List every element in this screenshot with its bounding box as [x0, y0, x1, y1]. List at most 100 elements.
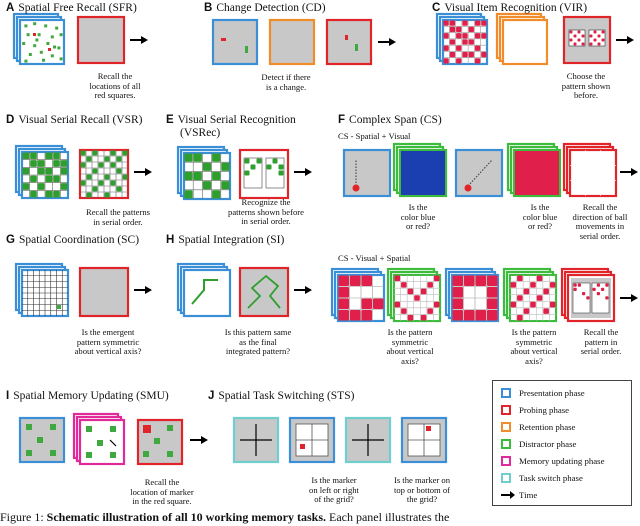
panel-b-bar-red [221, 38, 226, 41]
panel-c-cell [449, 20, 456, 26]
panel-c-arrow-head [627, 36, 634, 44]
panel-e-opt2-cell [272, 158, 278, 164]
panel-f-p2-cell [487, 310, 498, 321]
panel-f-direction-arrow-icon: ↓ [589, 184, 597, 195]
panel-d-probe-cell [104, 156, 110, 162]
panel-b-bar-green [245, 46, 248, 53]
panel-f-s1-cell [427, 308, 433, 314]
panel-f-s2-cell [523, 288, 530, 295]
panel-c-opt1-cell [573, 34, 577, 38]
panel-f-direction-arrow-icon: ↙ [573, 184, 581, 195]
panel-c-cell [474, 58, 481, 64]
panel-e-opt1-cell [256, 158, 262, 164]
panel-d-cell [22, 167, 30, 175]
panel-d-cell [37, 183, 45, 190]
panel-a-red-dot [33, 33, 36, 36]
legend-swatch [501, 456, 511, 466]
panel-b-arrow-head [389, 38, 396, 46]
panel-c-cell [468, 39, 474, 45]
legend-swatch [501, 439, 511, 449]
panel-e-opt1-cell [244, 170, 250, 176]
panel-a-dot [53, 45, 56, 49]
legend-item-presentation: Presentation phase [501, 387, 585, 399]
panel-f-s1-cell [394, 301, 401, 308]
panel-d-cell [37, 160, 45, 167]
panel-d-probe-cell [110, 150, 116, 156]
panel-d-probe-cell [92, 168, 98, 174]
panel-d-probe-cell [80, 150, 86, 156]
panel-b-retention [268, 18, 316, 66]
panel-d-cell [22, 183, 30, 190]
panel-f-red-square [515, 151, 559, 195]
panel-d-probe-cell [110, 180, 116, 186]
panel-f-po1-cell [582, 292, 586, 296]
panel-j-trial-1-marker [300, 444, 305, 449]
panel-f-probe-1-layer [568, 148, 618, 198]
panel-c-cell [443, 20, 449, 26]
panel-c-opt1-cell [577, 30, 581, 34]
panel-d-probe-cell [86, 156, 92, 162]
panel-d-probe-cell [86, 174, 92, 180]
panel-f-s1-cell [414, 295, 420, 301]
panel-f-s2-cell [510, 282, 517, 288]
panel-c-opt2-cell [597, 34, 601, 38]
panel-c-opt1-cell [573, 42, 577, 46]
panel-f-s2-cell [536, 295, 543, 301]
panel-d-cell [30, 190, 37, 198]
legend-swatch [501, 473, 511, 483]
panel-c-opt1-cell [577, 38, 581, 42]
panel-f-po2-cell [596, 292, 600, 296]
panel-j-trial-2-marker [426, 426, 431, 431]
legend-item-retention: Retention phase [501, 421, 575, 433]
panel-f-po1-cell [573, 287, 577, 291]
panel-a-dot [42, 58, 45, 62]
panel-d-cell [45, 175, 53, 183]
panel-i-update-marker [86, 452, 92, 458]
panel-c-cell [481, 20, 487, 26]
panel-a-dot [33, 44, 37, 48]
panel-d-probe-cell [80, 162, 86, 168]
panel-a-dot [24, 24, 28, 28]
panel-f-p1-cell [361, 298, 372, 309]
panel-i-marker [26, 450, 32, 456]
panel-f-p2-cell [487, 287, 498, 298]
panel-d-probe-cell [116, 186, 122, 192]
panel-c-cell [468, 51, 474, 58]
panel-i-update-marker [97, 440, 103, 446]
panel-a-red-dot [48, 48, 51, 51]
panel-e-cell [221, 162, 230, 171]
panel-d-probe-cell [110, 162, 116, 168]
panel-c-opt2-cell [589, 34, 593, 38]
panel-e-arrow-head [305, 168, 312, 176]
panel-c-cell [474, 45, 481, 51]
panel-i-arrow-head [201, 436, 208, 444]
panel-i-probe-green [154, 438, 160, 444]
panel-d-probe-cell [98, 162, 104, 168]
panel-b-probe [325, 18, 373, 66]
panel-b-probe-bar-red [345, 35, 348, 40]
panel-d-cell [45, 190, 53, 198]
panel-f-po2-cell [605, 296, 609, 300]
panel-f-s2-cell [517, 314, 523, 321]
panel-i-marker [26, 424, 32, 430]
phase-legend: Presentation phase Probing phase Retenti… [492, 380, 632, 506]
panel-a-dot [44, 24, 48, 28]
panel-c-cell [449, 39, 456, 45]
panel-f-p1-cell [373, 298, 384, 309]
panel-d-probe-cell [116, 156, 122, 162]
panel-c-opt1-cell [581, 42, 585, 46]
panel-e-cell [184, 190, 193, 199]
panel-a-dot [39, 50, 43, 54]
panel-f-subtitle-1: CS - Spatial + Visual [338, 131, 411, 141]
panel-g-marker [57, 305, 61, 309]
panel-e-opt1-cell [250, 164, 256, 170]
